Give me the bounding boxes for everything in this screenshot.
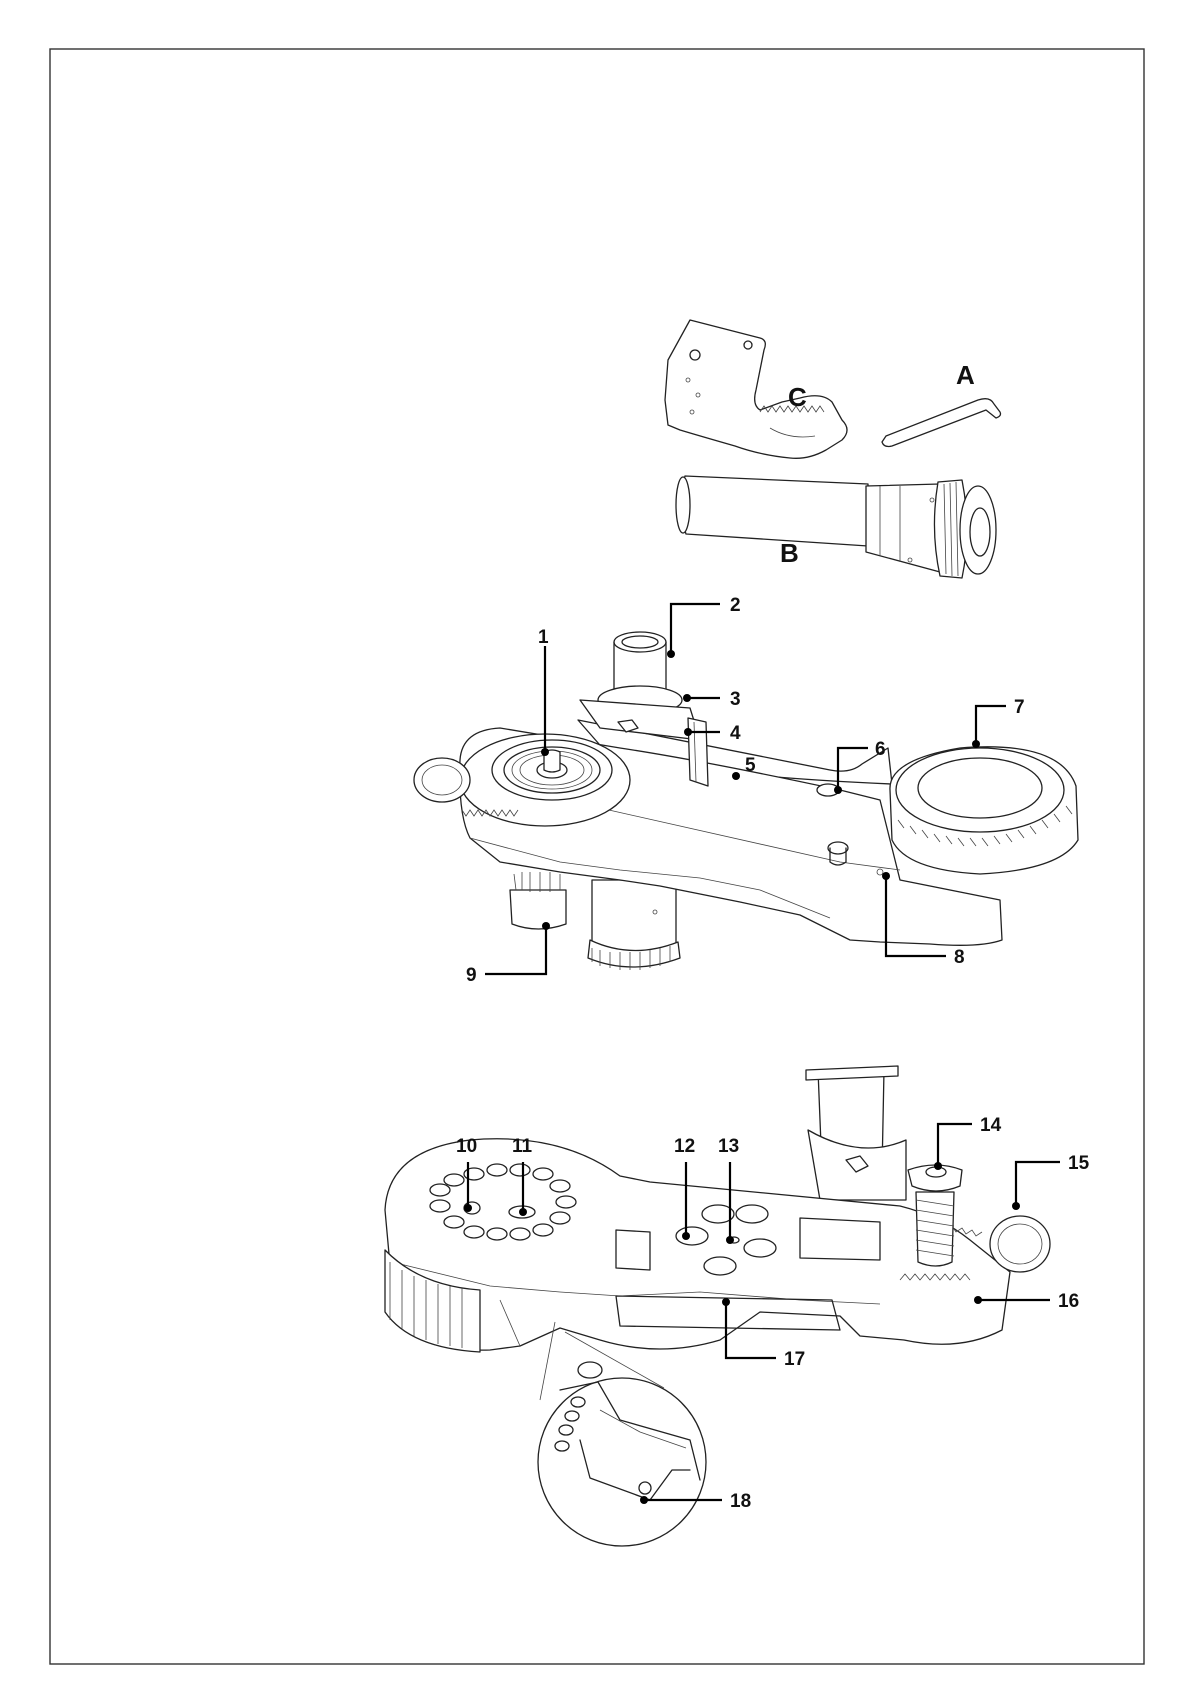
callout-10: 10 [456,1136,477,1157]
callout-14: 14 [980,1115,1002,1136]
callout-1: 1 [538,627,549,648]
callout-15: 15 [1068,1153,1090,1174]
callout-12: 12 [674,1136,695,1157]
callout-4: 4 [730,723,741,744]
callout-numbers: 1 2 3 4 5 6 7 8 9 10 11 12 13 14 15 16 1… [456,595,1090,1512]
top-assembly-drawing [414,632,1078,970]
hex-key-icon [882,399,1001,447]
callout-7: 7 [1014,697,1025,718]
shaft-tool-icon [676,476,996,578]
callout-9: 9 [466,965,477,986]
callout-17: 17 [784,1349,805,1370]
callout-18: 18 [730,1491,751,1512]
serrated-blade-icon [665,320,847,458]
callout-6: 6 [875,739,886,760]
accessory-label-a: A [956,360,975,390]
callout-2: 2 [730,595,741,616]
callout-5: 5 [745,755,756,776]
callout-16: 16 [1058,1291,1079,1312]
callout-11: 11 [512,1136,533,1157]
callout-13: 13 [718,1136,739,1157]
callout-3: 3 [730,689,741,710]
accessory-label-c: C [788,382,807,412]
accessory-label-b: B [780,538,799,568]
callout-8: 8 [954,947,965,968]
